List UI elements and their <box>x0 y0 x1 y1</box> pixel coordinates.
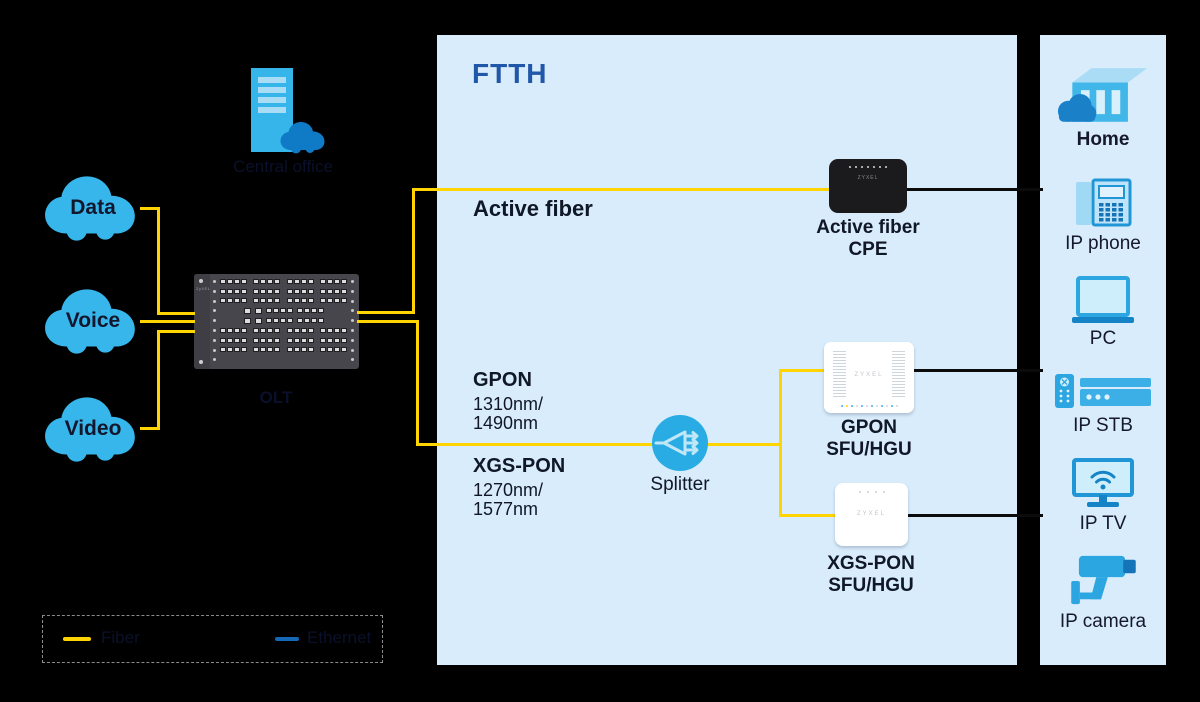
gpon-wavelength-2: 1490nm <box>473 413 539 433</box>
pc-icon <box>1072 276 1134 323</box>
xgspon-onu-label: XGS-PON SFU/HGU <box>796 553 946 597</box>
home-icon <box>1057 68 1148 122</box>
vent-grille <box>833 349 846 397</box>
ip-camera-label: IP camera <box>1059 611 1147 632</box>
active-fiber-path-label: Active fiber <box>473 196 593 221</box>
ip-camera-icon <box>1071 555 1136 605</box>
cpe-label-line2: CPE <box>848 239 888 260</box>
cpe-brand-label: ZYXEL <box>857 175 879 181</box>
xgspon-led-row <box>835 483 908 493</box>
fiber-line-segment <box>157 330 195 333</box>
gpon-wavelength-1: 1310nm/ <box>473 394 544 414</box>
ip-stb-icon <box>1055 374 1151 408</box>
xgspon-label-line2: SFU/HGU <box>828 575 914 596</box>
ip-tv-icon <box>1072 458 1134 507</box>
ethernet-line-segment <box>905 514 1043 517</box>
voice-cloud-label: Voice <box>65 309 121 332</box>
cloud-icon <box>280 122 325 154</box>
home-panel-item-pc: PC <box>1040 276 1166 350</box>
ethernet-legend-line <box>275 637 299 641</box>
ethernet-line-segment <box>912 369 1043 372</box>
fiber-line-segment <box>416 443 782 446</box>
video-cloud: Video <box>42 391 144 463</box>
pc-label: PC <box>1089 328 1117 349</box>
cpe-label-line1: Active fiber <box>816 217 920 238</box>
xgspon-path-label: XGS-PON <box>473 455 566 477</box>
home-panel-item-ip-camera: IP camera <box>1040 554 1166 633</box>
fiber-line-segment <box>779 369 782 517</box>
ethernet-line-segment <box>905 188 1043 191</box>
fiber-line-segment <box>412 188 833 191</box>
ftth-panel <box>437 35 1017 665</box>
fiber-line-segment <box>157 207 160 315</box>
ip-stb-label: IP STB <box>1073 415 1133 436</box>
ip-phone-icon <box>1076 178 1132 227</box>
gpon-led-row <box>824 405 914 407</box>
fiber-legend-label: Fiber <box>101 628 140 647</box>
olt-brand-label: ZyXEL <box>196 286 211 291</box>
olt-chassis: ZyXEL <box>194 274 359 369</box>
home-panel-item-ip-tv: IP TV <box>1040 458 1166 535</box>
gpon-brand-label: ZYXEL <box>854 372 884 378</box>
data-cloud-label: Data <box>70 196 116 219</box>
fiber-line-segment <box>157 312 195 315</box>
fiber-line-segment <box>416 320 419 446</box>
fiber-line-segment <box>140 427 160 430</box>
legend: Fiber Ethernet <box>42 615 383 663</box>
gpon-label-line1: GPON <box>841 417 897 438</box>
voice-cloud: Voice <box>42 283 144 355</box>
ip-phone-label: IP phone <box>1065 233 1141 254</box>
active-fiber-cpe-device: ZYXEL <box>829 159 907 213</box>
fiber-line-segment <box>357 311 415 314</box>
xgspon-wavelength-2: 1577nm <box>473 499 539 519</box>
gpon-onu-device: ZYXEL <box>824 342 914 413</box>
olt-card-rows <box>210 277 357 366</box>
splitter-icon <box>652 415 708 471</box>
ethernet-legend-label: Ethernet <box>307 628 372 647</box>
cloud-icon <box>45 397 135 462</box>
gpon-path-label: GPON <box>473 369 532 391</box>
xgspon-onu-device: ZYXEL <box>835 483 908 546</box>
xgspon-wavelength-1: 1270nm/ <box>473 480 544 500</box>
vent-grille <box>892 349 905 397</box>
data-cloud: Data <box>42 170 144 242</box>
xgspon-brand-label: ZYXEL <box>856 511 886 517</box>
fiber-line-segment <box>357 320 419 323</box>
home-label: Home <box>1076 129 1130 150</box>
fiber-line-segment <box>140 207 160 210</box>
gpon-onu-label: GPON SFU/HGU <box>809 417 929 461</box>
fiber-legend-line <box>63 637 91 641</box>
olt-label: OLT <box>259 388 293 407</box>
cloud-icon <box>45 176 135 241</box>
fiber-line-segment <box>140 320 195 323</box>
xgspon-label-line1: XGS-PON <box>827 553 915 574</box>
video-cloud-label: Video <box>64 417 122 440</box>
cloud-icon <box>45 289 135 354</box>
fiber-line-segment <box>779 514 841 517</box>
central-office-label: Central office <box>233 157 333 176</box>
ip-tv-label: IP TV <box>1079 513 1127 534</box>
fiber-line-segment <box>779 369 829 372</box>
home-panel-item-ip-phone: IP phone <box>1040 178 1166 255</box>
fiber-line-segment <box>412 188 415 314</box>
panel-title: FTTH <box>472 58 548 89</box>
fiber-line-segment <box>157 330 160 430</box>
gpon-label-line2: SFU/HGU <box>826 439 912 460</box>
cpe-led-row <box>829 159 907 168</box>
olt-flange: ZyXEL <box>194 274 210 369</box>
active-fiber-cpe-label: Active fiber CPE <box>798 217 938 261</box>
home-panel-item-home: Home <box>1040 64 1166 151</box>
home-panel-item-ip-stb: IP STB <box>1040 372 1166 437</box>
splitter-label: Splitter <box>650 474 710 495</box>
